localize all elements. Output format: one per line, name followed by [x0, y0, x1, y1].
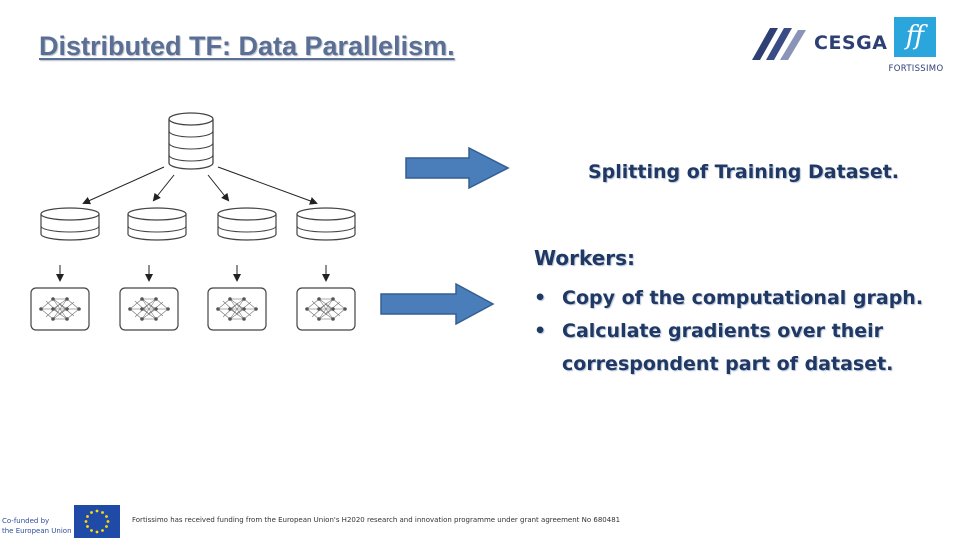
- fortissimo-mark: ff: [894, 17, 936, 57]
- bullet-text: Calculate gradients over their: [562, 320, 883, 342]
- cesga-logo: CESGA: [748, 22, 887, 66]
- funding-notice: Fortissimo has received funding from the…: [132, 516, 621, 524]
- bullet-dot: •: [534, 320, 547, 342]
- data-shard-icon: [127, 207, 187, 241]
- slide-title: Distributed TF: Data Parallelism.: [39, 31, 455, 61]
- bullet-text: correspondent part of dataset.: [562, 353, 894, 375]
- bullet-item: • Copy of the computational graph.: [534, 282, 954, 315]
- worker-network-icon: [296, 287, 356, 331]
- bullet-dot: •: [534, 287, 547, 309]
- data-shard-icon: [296, 207, 356, 241]
- worker-arrows: [56, 265, 330, 282]
- worker-network-icon: [207, 287, 267, 331]
- data-parallelism-diagram: [30, 112, 356, 331]
- bullet-item: • Calculate gradients over their: [534, 315, 954, 348]
- eu-cofunding-text: Co-funded by the European Union: [2, 516, 72, 536]
- eu-line-1: Co-funded by: [2, 517, 50, 525]
- arrow-right-icon: [380, 283, 495, 325]
- data-shard-icon: [40, 207, 100, 241]
- data-shard-icon: [217, 207, 277, 241]
- bullet-text: Copy of the computational graph.: [562, 287, 924, 309]
- fortissimo-label: FORTISSIMO: [888, 64, 944, 74]
- central-database-icon: [168, 112, 214, 170]
- workers-bullet-list: • Copy of the computational graph. • Cal…: [534, 282, 954, 381]
- cesga-swoosh-icon: [752, 28, 806, 60]
- cesga-logo-text: CESGA: [814, 32, 888, 54]
- worker-network-icon: [30, 287, 90, 331]
- fortissimo-logo: ff FORTISSIMO: [886, 15, 946, 75]
- worker-network-icon: [119, 287, 179, 331]
- eu-line-2: the European Union: [2, 527, 72, 535]
- eu-flag-icon: [74, 505, 120, 538]
- eu-cofunding-logo: Co-funded by the European Union: [0, 505, 122, 540]
- split-arrows: [82, 166, 318, 205]
- bullet-continuation: correspondent part of dataset.: [534, 348, 954, 381]
- splitting-text: Splitting of Training Dataset.: [588, 161, 900, 183]
- workers-heading: Workers:: [534, 246, 636, 270]
- arrow-right-icon: [405, 147, 510, 189]
